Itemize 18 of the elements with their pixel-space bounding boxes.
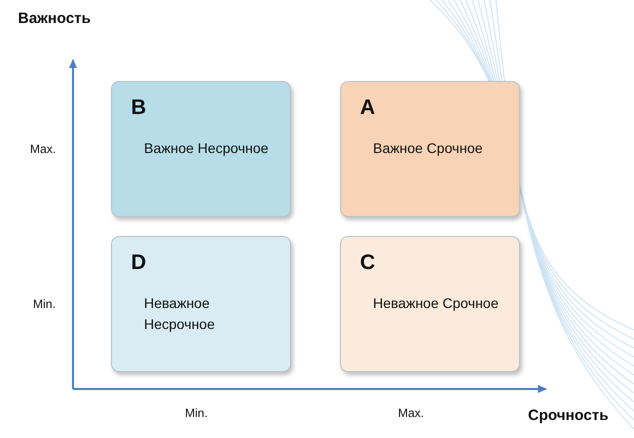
axis-tick-label: Max.: [398, 406, 424, 420]
quadrant-description: Неважное Срочное: [373, 294, 500, 313]
axis-tick-label: Max.: [30, 142, 56, 156]
quadrant-letter: D: [131, 251, 146, 275]
quadrant-letter: C: [360, 251, 376, 275]
axis-tick-label: Min.: [33, 297, 56, 311]
quadrant-letter: B: [131, 96, 146, 120]
axis-tick-label: Min.: [185, 406, 208, 420]
quadrant-description: Важное Несрочное: [144, 139, 270, 158]
quadrant-box: [111, 81, 291, 217]
quadrant-letter: A: [360, 96, 376, 120]
axis-title: Срочность: [528, 407, 608, 424]
quadrant-box: [111, 236, 291, 372]
quadrant-description: Неважное Несрочное: [144, 294, 216, 334]
quadrant-box: [340, 81, 520, 217]
axis-title: Важность: [18, 10, 91, 27]
quadrant-description: Важное Срочное: [373, 139, 484, 158]
quadrant-box: [340, 236, 520, 372]
